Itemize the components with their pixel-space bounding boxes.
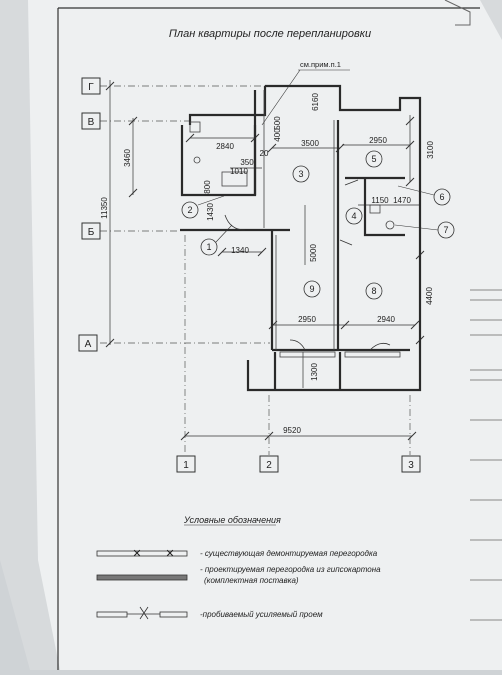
dimension-lines bbox=[109, 80, 421, 437]
legend-opening-swatch bbox=[96, 606, 188, 620]
dim-350: 350 bbox=[240, 158, 254, 167]
axis-2-label: 2 bbox=[266, 460, 272, 471]
axis-g-marker bbox=[81, 77, 101, 95]
axis-lines bbox=[100, 85, 411, 455]
dim-3500: 3500 bbox=[301, 139, 319, 148]
dim-1340: 1340 bbox=[231, 246, 249, 255]
dim-2940: 2940 bbox=[377, 315, 395, 324]
dim-800: 800 bbox=[203, 180, 212, 194]
dim-1300: 1300 bbox=[310, 363, 319, 381]
inner-wall-lines bbox=[189, 90, 401, 358]
room-6-label: 6 bbox=[439, 192, 444, 202]
paper bbox=[28, 0, 502, 670]
binder-clip bbox=[444, 0, 471, 26]
room-4-circle bbox=[345, 207, 363, 225]
legend-new-partition-swatch bbox=[96, 574, 188, 581]
axis-1-label: 1 bbox=[183, 460, 189, 471]
room-7-label: 7 bbox=[443, 225, 448, 235]
dimension-labels: 11350 3460 2840 3500 2950 6160 400 500 2… bbox=[100, 93, 435, 435]
legend-item-opening: -пробиваемый усиляемый проем bbox=[200, 610, 323, 619]
axis-2-marker bbox=[259, 455, 279, 473]
room-markers: 3 5 4 9 8 2 1 6 7 bbox=[181, 150, 455, 300]
dim-3100: 3100 bbox=[426, 141, 435, 159]
axis-a-label: А bbox=[85, 339, 92, 350]
axis-a-marker bbox=[78, 334, 98, 352]
dim-6160: 6160 bbox=[311, 93, 320, 111]
dim-1470: 1470 bbox=[393, 196, 411, 205]
room-3-label: 3 bbox=[298, 169, 303, 179]
legend-demolished-partition-swatch: ✕ ✕ bbox=[96, 548, 188, 560]
svg-text:✕: ✕ bbox=[165, 548, 174, 560]
dim-2950-top: 2950 bbox=[369, 136, 387, 145]
dim-2840: 2840 bbox=[216, 142, 234, 151]
room-8-label: 8 bbox=[371, 286, 376, 296]
room-3-circle bbox=[292, 165, 310, 183]
axis-g-label: Г bbox=[88, 82, 94, 93]
dim-4400: 4400 bbox=[425, 287, 434, 305]
axis-v-marker bbox=[81, 112, 101, 130]
dim-1430: 1430 bbox=[206, 203, 215, 221]
dim-20: 20 bbox=[260, 149, 269, 158]
dim-9520: 9520 bbox=[283, 426, 301, 435]
axis-b-marker bbox=[81, 222, 101, 240]
walls bbox=[180, 84, 422, 392]
legend-item-new-partition-note: (комплектная поставка) bbox=[204, 576, 299, 585]
dim-11350: 11350 bbox=[100, 197, 109, 219]
legend-title: Условные обозначения bbox=[183, 515, 281, 525]
axis-b-label: Б bbox=[88, 227, 95, 238]
room-1-circle bbox=[200, 238, 218, 256]
room-1-label: 1 bbox=[206, 242, 211, 252]
axis-3-label: 3 bbox=[408, 460, 414, 471]
room-5-circle bbox=[365, 150, 383, 168]
room-5-label: 5 bbox=[371, 154, 376, 164]
axis-3-marker bbox=[401, 455, 421, 473]
note-leader bbox=[261, 69, 301, 126]
plan-title: План квартиры после перепланировки bbox=[169, 28, 371, 40]
room-4-label: 4 bbox=[351, 211, 356, 221]
legend-item-demolished: - существующая демонтируемая перегородка bbox=[200, 549, 378, 558]
svg-text:✕: ✕ bbox=[132, 548, 141, 560]
dim-1010: 1010 bbox=[230, 167, 248, 176]
room-9-circle bbox=[303, 280, 321, 298]
door-swings bbox=[224, 179, 391, 351]
dim-400: 400 bbox=[273, 128, 282, 142]
dim-1150: 1150 bbox=[371, 196, 389, 205]
room-2-circle bbox=[181, 201, 199, 219]
axis-markers: Г В Б А 1 2 3 bbox=[78, 77, 421, 473]
room-6-circle bbox=[433, 188, 451, 206]
dim-500: 500 bbox=[273, 116, 282, 130]
note-label: см.прим.п.1 bbox=[300, 60, 341, 69]
legend-item-new-partition: - проектируемая перегородка из гипсокарт… bbox=[200, 565, 381, 574]
edge-lines bbox=[470, 289, 502, 621]
room-2-label: 2 bbox=[187, 205, 192, 215]
dim-5000: 5000 bbox=[309, 244, 318, 262]
room-9-label: 9 bbox=[309, 284, 314, 294]
dim-3460: 3460 bbox=[123, 149, 132, 167]
dim-2950-bottom: 2950 bbox=[298, 315, 316, 324]
axis-v-label: В bbox=[88, 117, 95, 128]
room-8-circle bbox=[365, 282, 383, 300]
axis-1-marker bbox=[176, 455, 196, 473]
